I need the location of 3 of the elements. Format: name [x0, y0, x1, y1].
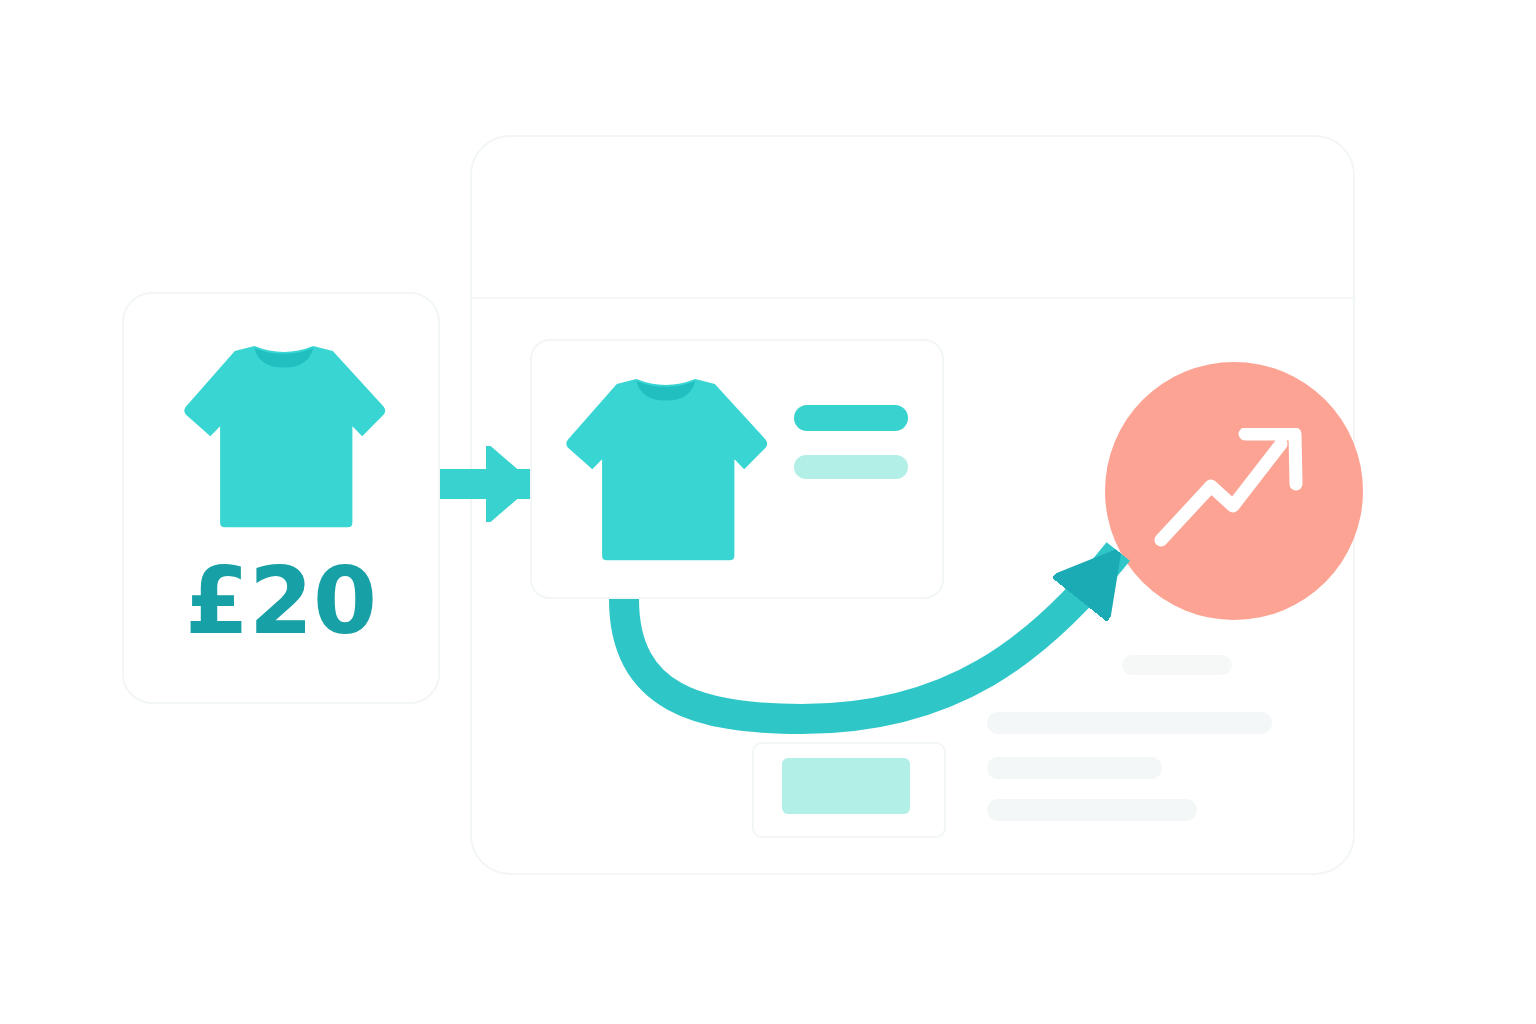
product-card	[122, 292, 440, 704]
price-text: £20	[183, 556, 378, 648]
card	[530, 339, 944, 599]
